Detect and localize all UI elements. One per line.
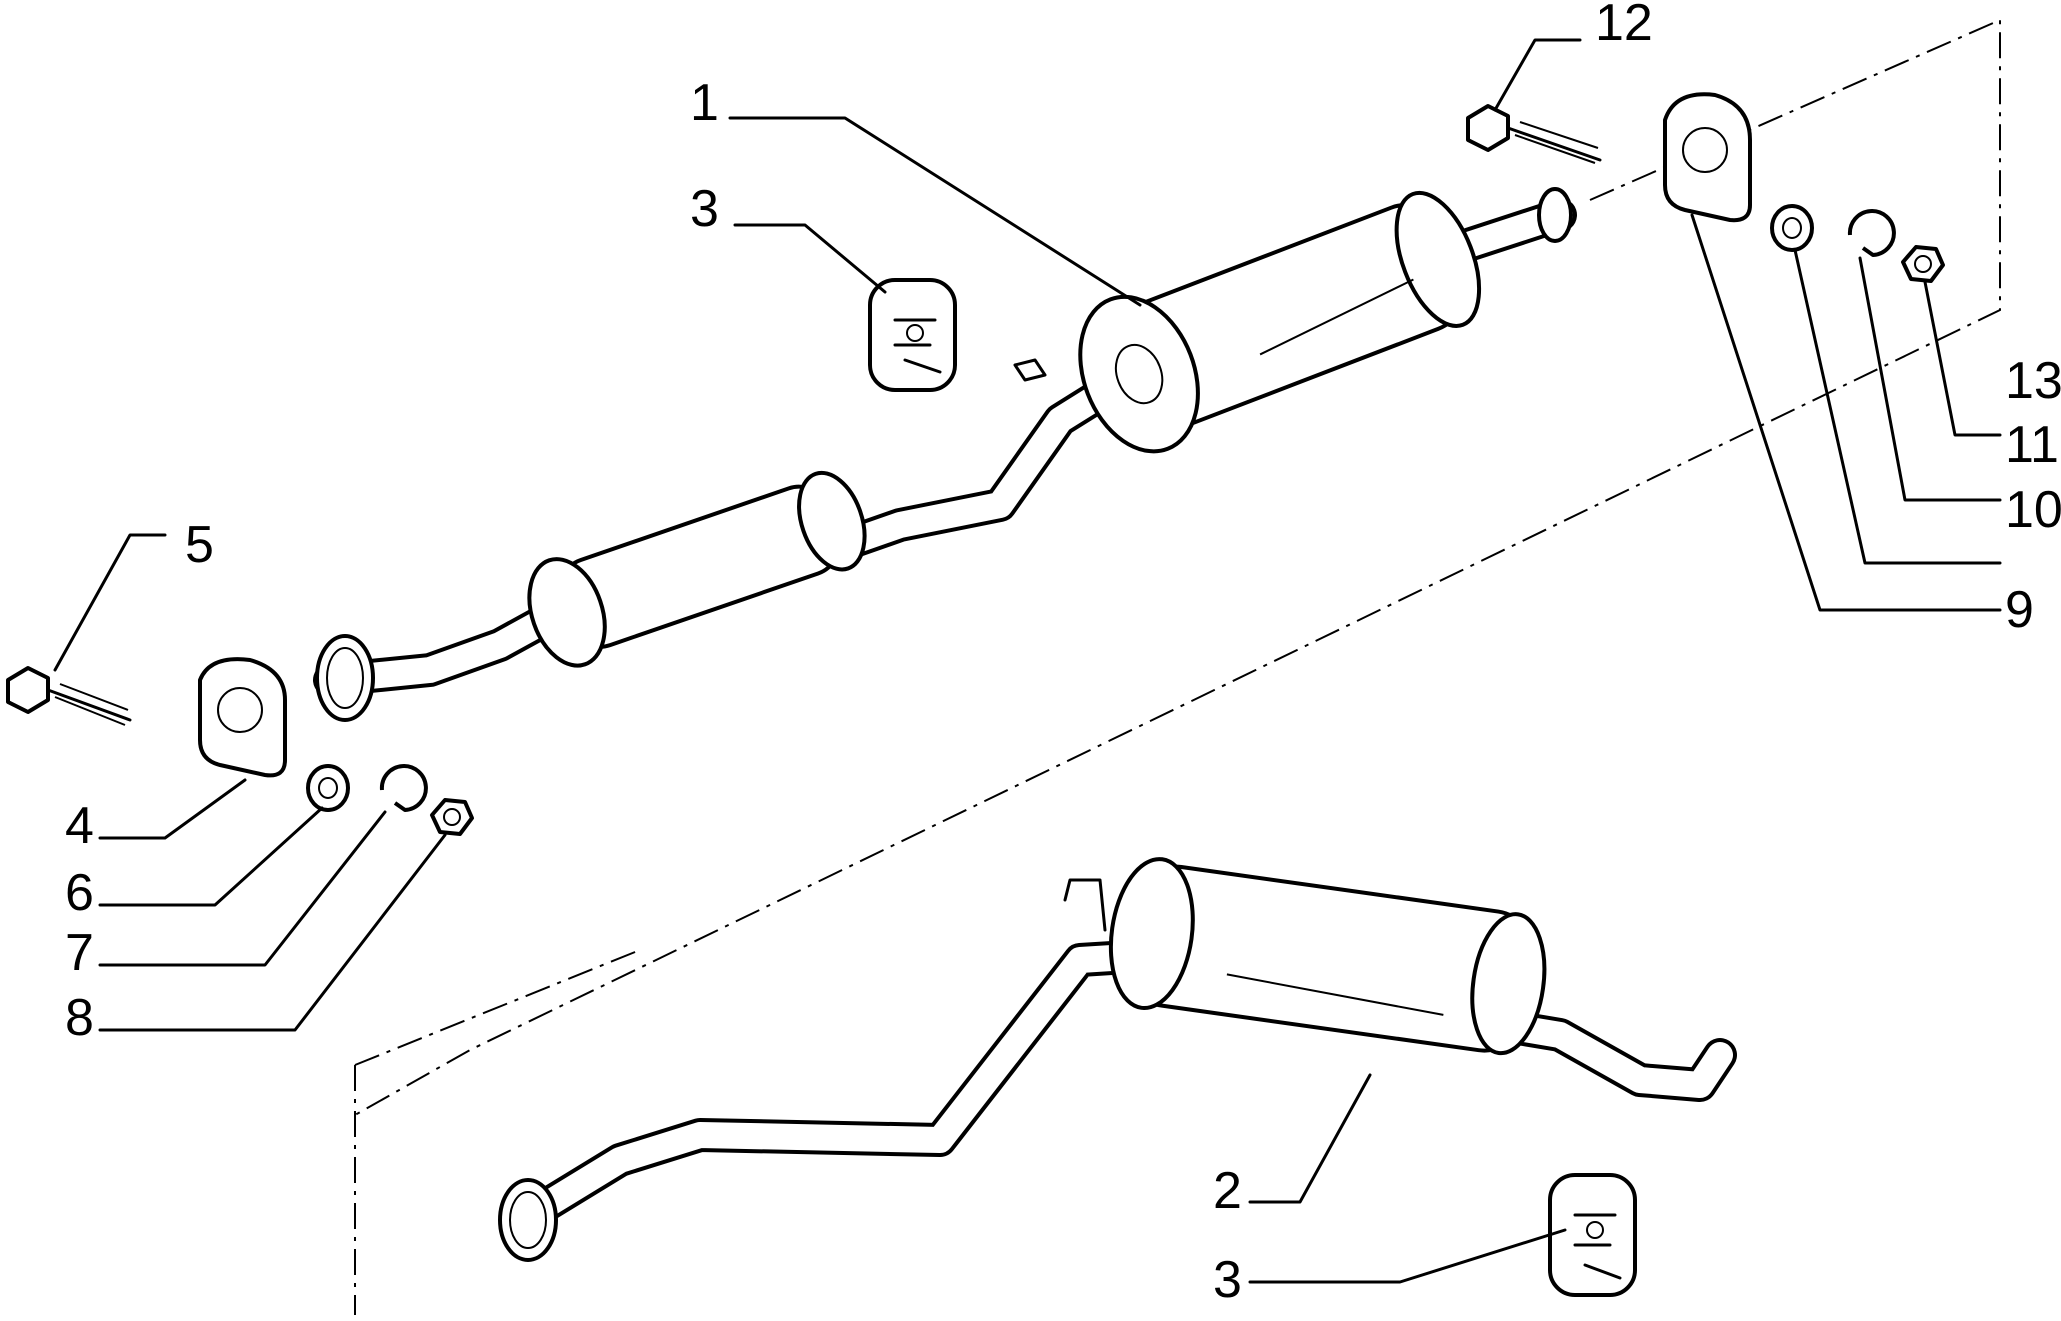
callout-9: 9 xyxy=(2005,581,2034,639)
assembly-axis-lines xyxy=(354,18,2001,1315)
callout-2: 2 xyxy=(1213,1162,1242,1220)
leader-lines xyxy=(53,38,2002,1284)
tailpipe-end xyxy=(498,1178,558,1262)
pipe-outlet-end xyxy=(1537,187,1573,243)
hanger-bracket xyxy=(1013,358,1047,382)
callout-10: 10 xyxy=(2005,481,2061,539)
callout-1: 1 xyxy=(690,74,719,132)
spring-washer-rear xyxy=(1847,209,1896,257)
rear-hanger-bracket xyxy=(1063,878,1107,932)
callout-12: 12 xyxy=(1595,0,1653,52)
flange-plate-rear xyxy=(1663,92,1752,223)
nut-rear xyxy=(1901,245,1945,283)
flat-washer-rear xyxy=(1770,204,1814,252)
front-pipe-and-silencer xyxy=(313,187,1577,722)
callout-5: 5 xyxy=(185,516,214,574)
flange-plate-front xyxy=(198,657,287,778)
central-silencer xyxy=(1078,190,1482,454)
callout-7: 7 xyxy=(65,924,94,982)
callout-4: 4 xyxy=(65,797,94,855)
bolt-front xyxy=(6,666,132,726)
callout-6: 6 xyxy=(65,864,94,922)
bolt-rear xyxy=(1466,104,1602,164)
flat-washer-front xyxy=(306,764,350,812)
callout-3-upper: 3 xyxy=(690,180,719,238)
rubber-mount-lower xyxy=(1548,1173,1637,1297)
rear-silencer xyxy=(498,857,1737,1262)
callout-3-lower: 3 xyxy=(1213,1251,1242,1309)
rubber-mount-upper xyxy=(868,278,957,392)
spring-washer-front xyxy=(379,764,428,812)
flexible-coupling xyxy=(527,470,867,668)
callout-labels: 1 2 3 3 4 5 6 7 8 9 10 11 12 13 xyxy=(65,0,2061,1309)
callout-13: 13 xyxy=(2005,352,2061,410)
nut-front xyxy=(430,798,474,836)
pipe-inlet-end xyxy=(315,634,375,722)
callout-8: 8 xyxy=(65,989,94,1047)
callout-11: 11 xyxy=(2005,416,2059,474)
